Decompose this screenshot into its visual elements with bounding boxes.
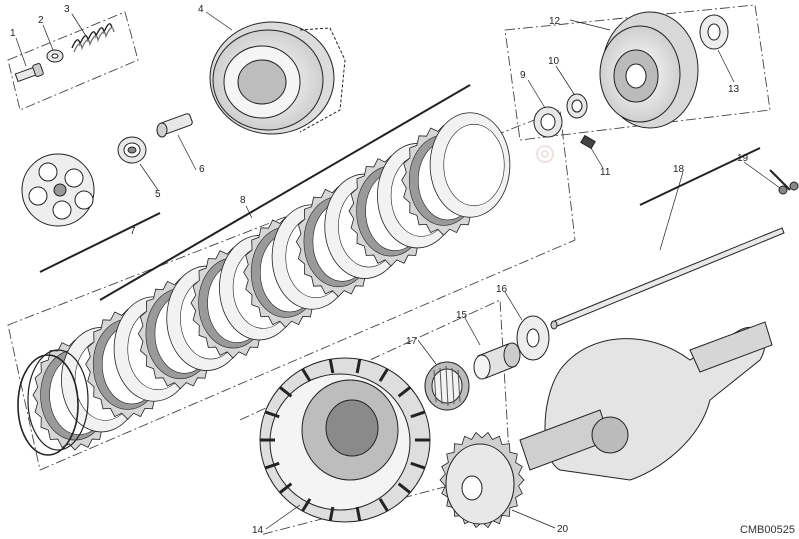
callout-17: 17	[406, 336, 418, 347]
callout-15: 15	[456, 310, 468, 321]
washer-part-10	[566, 93, 588, 119]
leader-12	[569, 19, 611, 31]
callout-14: 14	[252, 525, 264, 536]
leader-20	[511, 509, 556, 529]
pushrod-part-18	[550, 227, 785, 330]
basket-fins	[260, 358, 430, 522]
thrust-washer-part-16	[516, 315, 550, 361]
leader-8	[245, 205, 253, 219]
pins-part-19	[778, 181, 799, 195]
bearing-part-9	[533, 106, 563, 138]
crankshaft	[519, 321, 773, 481]
watermark-gear-icon	[536, 145, 554, 163]
pressure-plate-part-7	[21, 153, 95, 227]
outline-clutch-pack	[7, 109, 576, 471]
leader-1	[15, 37, 27, 67]
outline-top-left	[7, 11, 139, 111]
bracket-19-a	[769, 169, 791, 191]
grub-part-11	[580, 134, 596, 150]
leader-5	[139, 163, 159, 191]
needle-roller-part-17	[424, 361, 470, 411]
pin-part-6	[156, 113, 193, 138]
leader-9	[527, 79, 546, 109]
group-brackets	[39, 84, 791, 301]
leader-19	[743, 161, 781, 189]
callout-10: 10	[548, 56, 560, 67]
bracket-18	[639, 147, 761, 206]
drawing-code: CMB00525	[739, 524, 795, 536]
bush-part-15	[473, 342, 521, 380]
washer-part-13	[699, 14, 729, 50]
callout-3: 3	[64, 4, 70, 15]
outline-top-right	[504, 4, 771, 141]
leader-4	[205, 11, 233, 31]
leader-11	[590, 147, 604, 169]
gear-part-20	[439, 431, 525, 529]
leader-15	[464, 317, 481, 346]
callout-9: 9	[520, 70, 526, 81]
callout-8: 8	[240, 195, 246, 206]
bearing-part-5	[117, 136, 147, 164]
bracket-7	[39, 212, 161, 273]
callout-18: 18	[673, 164, 685, 175]
callout-4: 4	[198, 4, 204, 15]
callout-6: 6	[199, 164, 205, 175]
leader-14	[265, 504, 301, 530]
leader-18	[659, 171, 684, 251]
clutch-basket-part-14	[259, 357, 431, 523]
leader-16	[504, 291, 523, 321]
leader-6	[177, 134, 197, 171]
callout-13: 13	[728, 84, 740, 95]
callout-labels: 1 2 3 4 5 6 7 8 9 10 11 12 13 14 15 16 1…	[10, 4, 749, 536]
callout-20: 20	[557, 524, 569, 535]
screw-part-1	[14, 63, 44, 83]
inner-drum-part-12	[599, 11, 699, 129]
callout-12: 12	[549, 16, 561, 27]
callout-5: 5	[155, 189, 161, 200]
callout-7: 7	[130, 226, 136, 237]
spring-part-3	[71, 23, 115, 53]
callout-19: 19	[737, 153, 749, 164]
leader-lines	[15, 11, 781, 530]
leader-3	[71, 13, 87, 37]
callout-2: 2	[38, 15, 44, 26]
leader-2	[42, 24, 54, 51]
clutch-plate	[429, 112, 511, 218]
clutch-hub-part-4	[209, 21, 346, 135]
bracket-8	[99, 84, 471, 301]
circlip-rings	[17, 349, 89, 456]
washer-part-2	[46, 49, 64, 63]
leader-10	[555, 65, 575, 95]
callout-16: 16	[496, 284, 508, 295]
leader-17	[417, 339, 437, 365]
leader-13	[717, 49, 735, 83]
clutch-plate-stack-part-8	[17, 112, 511, 456]
callout-1: 1	[10, 28, 16, 39]
callout-11: 11	[600, 167, 611, 178]
